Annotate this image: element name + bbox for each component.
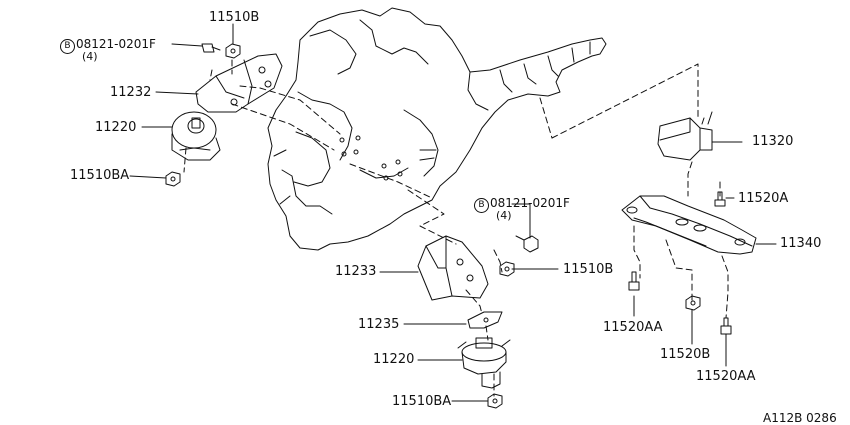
label-11520b: 11520B [660, 347, 711, 362]
label-11520aa-right: 11520AA [696, 369, 756, 384]
label-11510b-mid: 11510B [563, 262, 614, 277]
insulator-11220-bottom [457, 337, 511, 389]
bolt-top-partno: 08121-0201F [76, 37, 156, 51]
nut-11510ba-bottom [487, 393, 503, 409]
assembly-dashed-lines [183, 59, 729, 397]
nut-11510b-top [225, 43, 241, 59]
nut-11510b-mid [499, 261, 515, 277]
label-11520aa-left: 11520AA [603, 320, 663, 335]
bolt-11520aa-right [720, 317, 732, 335]
label-11510ba-bottom: 11510BA [392, 394, 452, 409]
label-11232: 11232 [110, 85, 152, 100]
bolt-mid-partno: 08121-0201F [490, 196, 570, 210]
circle-b-icon-2: B [474, 198, 489, 213]
label-bolt-top-qty: (4) [82, 50, 98, 63]
label-11510b-top: 11510B [209, 10, 260, 25]
bolt-top [201, 43, 221, 53]
engine-transmission-outline [267, 7, 607, 251]
label-11510ba-left: 11510BA [70, 168, 130, 183]
label-11220-left: 11220 [95, 120, 137, 135]
label-11233: 11233 [335, 264, 377, 279]
bracket-11232 [195, 53, 283, 113]
bolt-11520a [714, 191, 726, 207]
diagram-code: A112B 0286 [763, 411, 837, 425]
crossmember-11340 [621, 195, 757, 255]
insulator-11220-left [171, 111, 221, 161]
plate-11235 [467, 311, 503, 329]
bracket-11233 [417, 235, 489, 301]
circle-b-icon: B [60, 39, 75, 54]
rear-mount-11320 [657, 111, 713, 161]
leader-lines [129, 23, 777, 402]
label-11340: 11340 [780, 236, 822, 251]
bolt-11520aa-left [628, 271, 640, 291]
label-11520a: 11520A [738, 191, 789, 206]
bolt-mid [515, 235, 539, 253]
label-11235: 11235 [358, 317, 400, 332]
nut-11510ba-left [165, 171, 181, 187]
label-bolt-mid-qty: (4) [496, 209, 512, 222]
label-11220-bottom: 11220 [373, 352, 415, 367]
label-11320: 11320 [752, 134, 794, 149]
nut-11520b [685, 295, 701, 311]
